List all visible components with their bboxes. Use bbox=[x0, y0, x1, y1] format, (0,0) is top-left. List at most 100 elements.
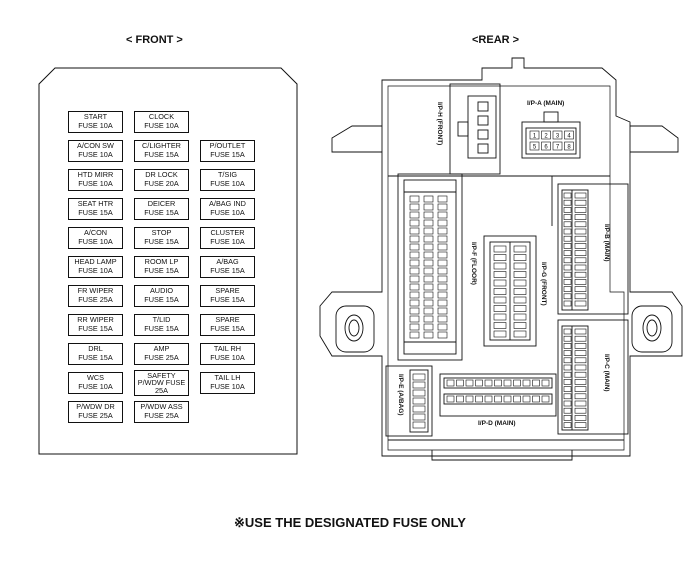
fuse-label-line: 25A bbox=[155, 385, 168, 395]
pin-ipd bbox=[475, 395, 483, 403]
pin-ipb bbox=[563, 221, 572, 228]
pin-ipf bbox=[409, 307, 420, 315]
fuse-label-line: FUSE 20A bbox=[144, 179, 179, 188]
pin-ipb bbox=[563, 192, 572, 199]
pin-ipa bbox=[541, 130, 551, 140]
pin-ipg bbox=[493, 262, 507, 270]
pin-ipe bbox=[412, 413, 426, 421]
pin-ipd bbox=[446, 395, 455, 403]
pin-ipe bbox=[412, 405, 426, 413]
pin-ipd bbox=[456, 395, 464, 403]
pin-ipc bbox=[574, 422, 587, 428]
fuse-label-line: FUSE 10A bbox=[210, 237, 245, 246]
pin-ipf bbox=[437, 267, 448, 275]
pin-ipg bbox=[493, 271, 507, 278]
pin-ipg bbox=[513, 245, 527, 253]
fuse-label-line: TAIL RH bbox=[213, 344, 242, 354]
ipa-pin-number: 1 bbox=[533, 134, 537, 140]
pin-ipf bbox=[437, 219, 448, 227]
fuse-label-line: SPARE bbox=[215, 286, 240, 296]
fuse-label-line: FUSE 15A bbox=[144, 295, 179, 304]
fuse-label-line: CLUSTER bbox=[210, 228, 245, 238]
pin-ipf bbox=[409, 291, 420, 299]
pin-ipf bbox=[437, 203, 448, 211]
pin-ipf bbox=[423, 331, 434, 339]
pin-ipd bbox=[494, 379, 502, 387]
pin-ipf bbox=[423, 283, 434, 291]
pin-ipc bbox=[574, 407, 587, 414]
fuse-label-line: DR LOCK bbox=[145, 170, 178, 180]
pin-ipc bbox=[574, 379, 587, 385]
pin-ipf bbox=[409, 323, 420, 331]
pin-ipd bbox=[532, 379, 540, 387]
pin-ipc bbox=[563, 415, 572, 421]
rear-title: <REAR > bbox=[472, 34, 520, 46]
pin-ipf bbox=[437, 323, 448, 331]
fuse-label-line: FUSE 25A bbox=[144, 353, 179, 362]
fuse-label-line: P/OUTLET bbox=[209, 141, 246, 151]
pin-ipb bbox=[574, 214, 587, 220]
pin-ipb bbox=[563, 293, 572, 300]
ipa-pin-number: 4 bbox=[567, 134, 571, 140]
fuse-label-line: FUSE 15A bbox=[210, 295, 245, 304]
pin-ipf bbox=[423, 259, 434, 267]
fuse-label-line: FUSE 10A bbox=[210, 208, 245, 217]
ipa-pin-number: 2 bbox=[544, 134, 548, 140]
connector-label-ipa: I/P-A (MAIN) bbox=[527, 100, 565, 107]
pin-ipf bbox=[423, 275, 434, 283]
pin-ipd bbox=[465, 395, 474, 403]
fuse-label-line: SAFETY bbox=[147, 370, 176, 380]
pin-ipb bbox=[574, 221, 587, 228]
pin-ipd bbox=[475, 379, 483, 387]
pin-ipf bbox=[423, 307, 434, 315]
fuse-label-line: T/SIG bbox=[217, 170, 238, 180]
fuse-label-line: FUSE 10A bbox=[210, 353, 245, 362]
fuse-label-line: A/CON SW bbox=[77, 141, 114, 151]
fuse-label-line: FUSE 15A bbox=[144, 150, 179, 159]
pin-ipf bbox=[409, 227, 420, 235]
pin-ipb bbox=[563, 264, 572, 271]
pin-ipf bbox=[409, 251, 420, 259]
pin-ipf bbox=[409, 283, 420, 291]
pin-ipa bbox=[529, 141, 540, 151]
pin-ipa bbox=[552, 130, 563, 140]
pin-ipc bbox=[574, 357, 587, 364]
pin-ipb bbox=[563, 228, 572, 235]
pin-ipb bbox=[574, 271, 587, 278]
ipa-pin-number: 8 bbox=[567, 145, 571, 151]
pin-ipd bbox=[541, 395, 550, 403]
fuse-label-line: HTD MIRR bbox=[77, 170, 114, 180]
pin-ipf bbox=[409, 195, 420, 203]
pin-ipa bbox=[552, 141, 563, 151]
pin-ipf bbox=[437, 211, 448, 219]
pin-ipf bbox=[409, 331, 420, 339]
pin-ipb bbox=[563, 271, 572, 278]
fuse-label-line: FUSE 15A bbox=[210, 266, 245, 275]
pin-ipf bbox=[409, 299, 420, 307]
connector-label-ipc: I/P-C (MAIN) bbox=[603, 354, 610, 392]
pin-ipc bbox=[563, 407, 572, 414]
fuse-label-line: STOP bbox=[151, 228, 172, 238]
fuse-label-line: FUSE 15A bbox=[210, 324, 245, 333]
fuse-label-line: FUSE 10A bbox=[78, 150, 113, 159]
pin-ipg bbox=[493, 330, 507, 338]
pin-ipa bbox=[564, 141, 574, 151]
fuse-label-line: HEAD LAMP bbox=[74, 257, 117, 267]
fuse-label-line: FUSE 15A bbox=[78, 353, 113, 362]
pin-ipd bbox=[532, 395, 540, 403]
pin-ipe bbox=[412, 397, 426, 405]
fuse-label-line: A/BAG bbox=[216, 257, 239, 267]
